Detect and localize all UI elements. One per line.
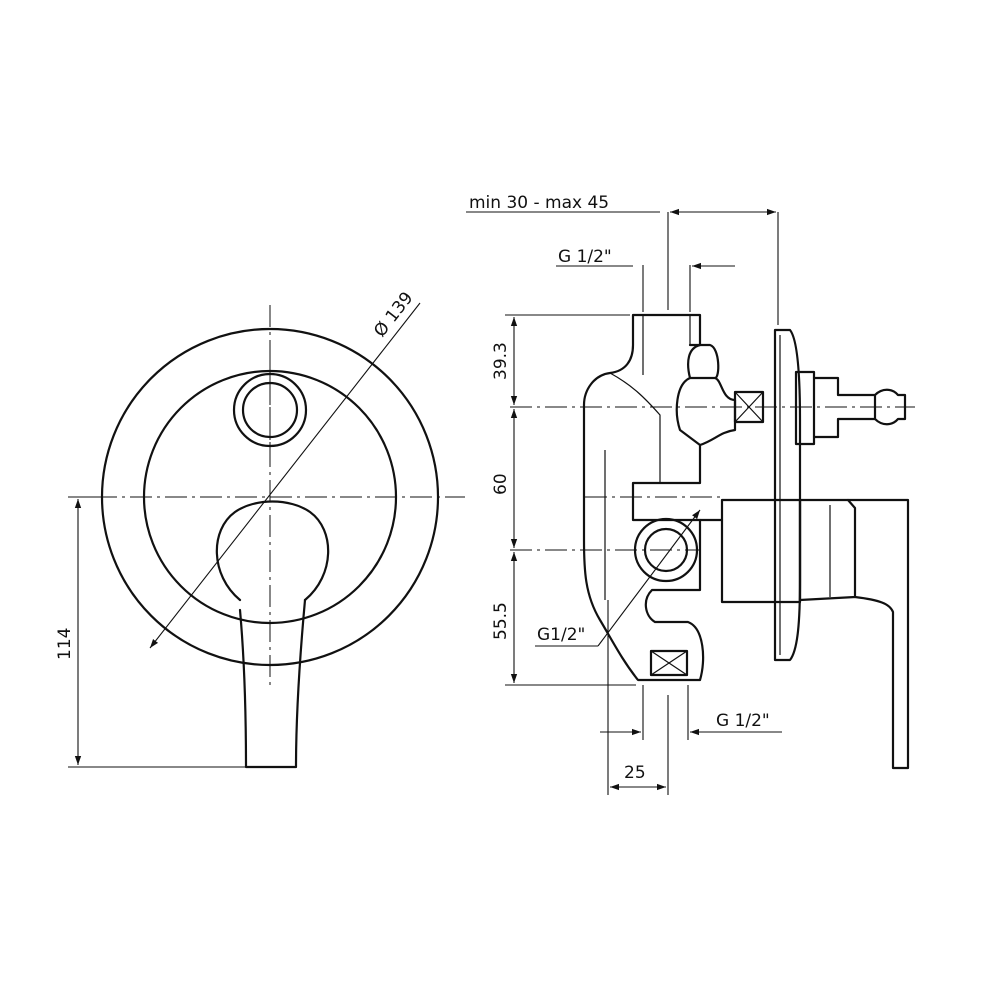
escutcheon-outer-circle	[100, 327, 440, 667]
handle-side-lever	[798, 498, 857, 602]
bottom-outlet-square	[649, 649, 689, 677]
handle-lever	[238, 598, 307, 769]
handle-side-arm	[846, 498, 910, 770]
dim-lower-label: 55.5	[491, 602, 511, 640]
wall-depth-label: min 30 - max 45	[469, 193, 609, 213]
side-outlet-inner-ring	[643, 527, 689, 573]
dim-middle-label: 60	[491, 473, 511, 495]
handle-base-arc	[215, 500, 330, 602]
dim-upper-label: 39.3	[491, 342, 511, 380]
side-view: min 30 - max 45 G 1/2" 39.3 60 55.5 G1/2…	[466, 193, 915, 795]
diverter-cap	[688, 343, 720, 380]
height-label: 114	[55, 628, 75, 660]
bottom-connection-label: G 1/2"	[716, 711, 770, 731]
side-connection-leader-diagonal	[597, 509, 701, 647]
bottom-width-label: 25	[624, 763, 646, 783]
valve-body-outline	[582, 313, 705, 682]
top-connection-label: G 1/2"	[558, 247, 612, 267]
cartridge-housing	[720, 498, 802, 604]
bottom-outlet-cross	[650, 650, 688, 676]
side-connection-label: G1/2"	[537, 625, 585, 645]
diverter-outer-circle	[232, 372, 308, 448]
body-inner-curve	[609, 372, 661, 483]
escutcheon-inner-circle	[142, 369, 398, 625]
front-view: Ø 139 114	[55, 288, 465, 769]
diverter-stem	[812, 376, 877, 439]
diverter-tip	[873, 388, 907, 426]
diameter-dimension-line	[149, 302, 421, 649]
diverter-knurled-knob	[794, 370, 816, 446]
diverter-spindle-cross	[734, 391, 764, 423]
diverter-spindle-square	[733, 390, 765, 424]
diverter-inner-circle	[241, 381, 299, 439]
side-outlet-outer-ring	[633, 517, 699, 583]
diverter-boss	[688, 376, 737, 447]
